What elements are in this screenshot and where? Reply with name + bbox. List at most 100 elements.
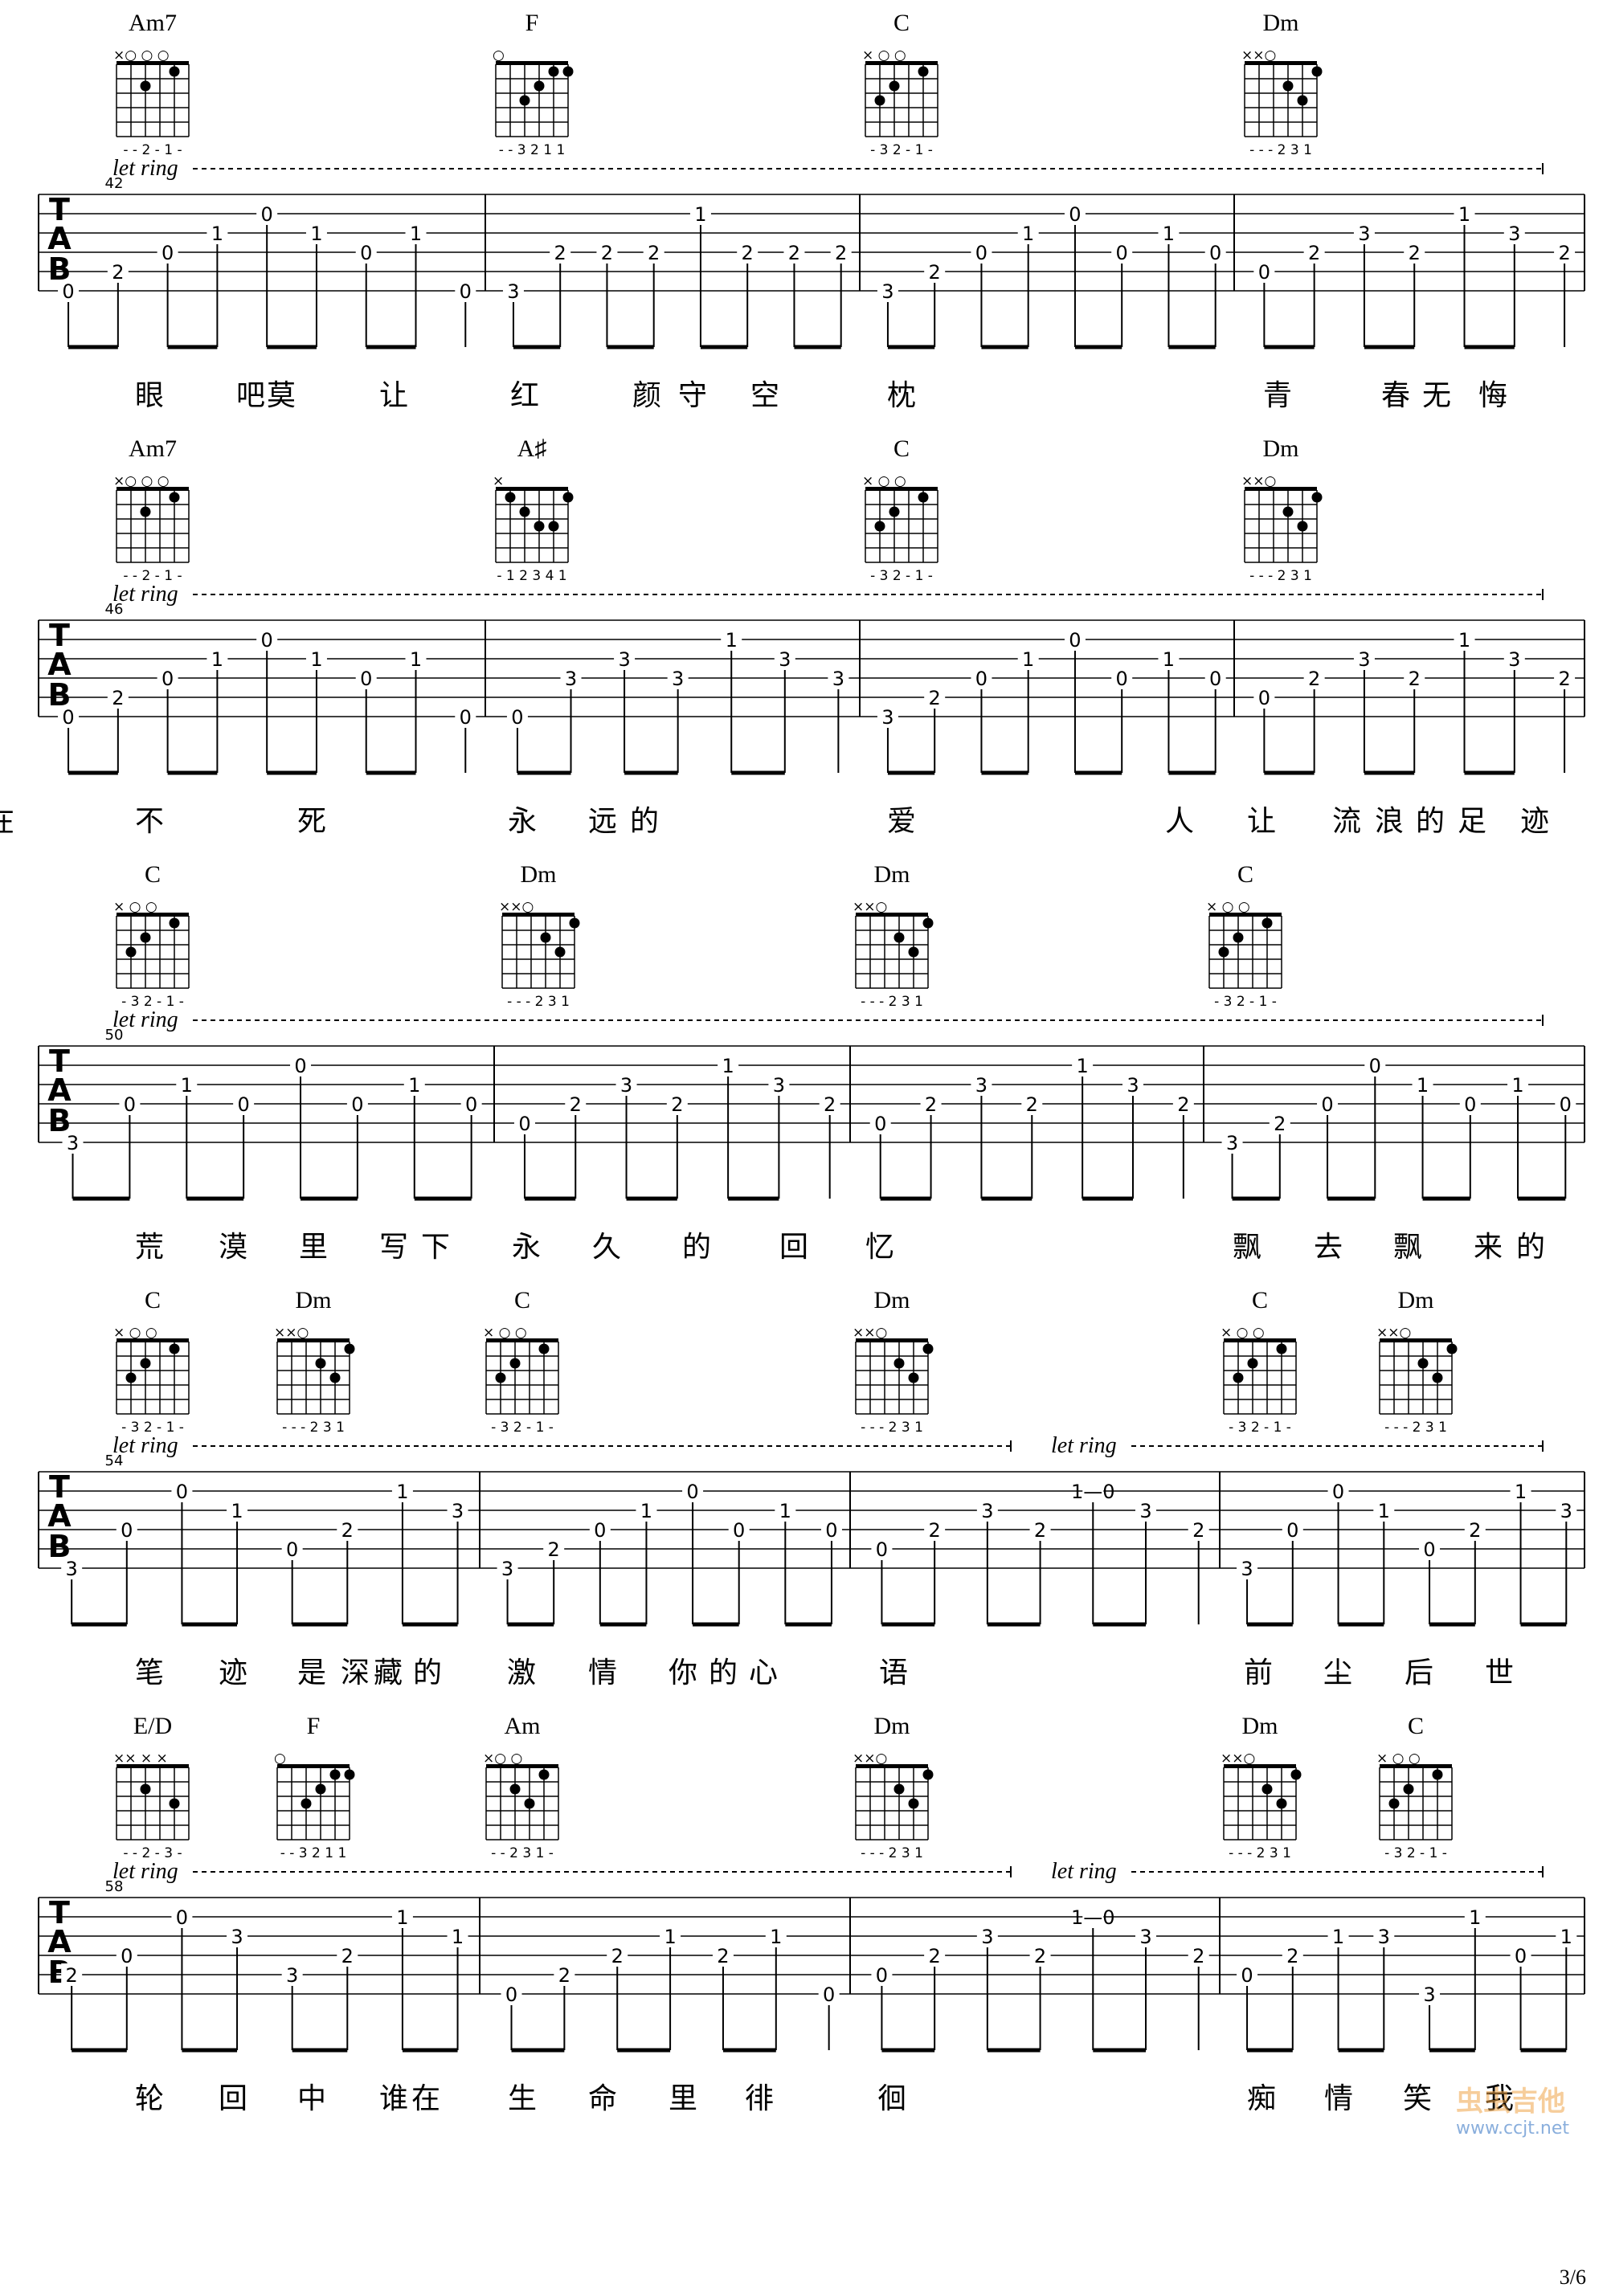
chord-diagram-am7: Am7×○ ○ ○- - 2 - 1 -: [113, 435, 190, 584]
note-bg: [116, 1518, 137, 1539]
note-bg: [1188, 1518, 1209, 1539]
fingering-label: - 3 2 - 1 -: [1229, 1420, 1291, 1436]
finger-dot: [344, 1343, 355, 1354]
note-bg: [643, 241, 664, 262]
tab-clef-t: T: [49, 618, 70, 653]
lyric-char: 远: [588, 805, 617, 838]
note-bg: [1327, 1480, 1349, 1501]
chord-name: F: [307, 1713, 321, 1739]
note-bg: [1158, 648, 1180, 668]
tab-note: 2: [1286, 1945, 1298, 1967]
note-bg: [971, 241, 992, 262]
open-mute-markers: ××○: [499, 899, 534, 915]
note-bg: [1253, 260, 1275, 281]
note-bg: [107, 686, 129, 707]
open-mute-markers: ○: [274, 1751, 286, 1767]
open-mute-markers: ××○: [853, 1751, 887, 1767]
nut: [277, 1338, 350, 1342]
finger-dot: [140, 932, 151, 943]
chord-diagram-c: C× ○ ○- 3 2 - 1 -: [483, 1287, 559, 1436]
note-bg: [924, 1518, 946, 1539]
open-mute-markers: × ○ ○: [113, 899, 157, 915]
lyric-char: 春: [1381, 379, 1410, 412]
tab-note: 3: [981, 1500, 993, 1522]
nut: [865, 61, 938, 65]
finger-dot: [1233, 1372, 1244, 1383]
chord-diagram-dm: Dm××○- - - 2 3 1: [499, 861, 580, 1010]
nut: [277, 1764, 350, 1768]
lyric-char: 永: [512, 1231, 541, 1264]
chord-name: Dm: [1242, 1713, 1278, 1739]
system-4: C× ○ ○- 3 2 - 1 -Dm××○- - - 2 3 1C× ○ ○-…: [38, 1287, 1585, 1689]
nut: [496, 487, 568, 491]
chord-name: Dm: [1263, 435, 1299, 462]
note-bg: [502, 280, 524, 300]
tab-note: 0: [1369, 1055, 1381, 1077]
finger-dot: [505, 492, 516, 503]
note-bg: [391, 1906, 413, 1926]
lyric-char: 迹: [219, 1657, 247, 1689]
chord-name: Am7: [129, 435, 177, 462]
note-bg: [1269, 1112, 1290, 1133]
note-bg: [1282, 1944, 1303, 1965]
note-bg: [233, 1093, 255, 1113]
note-bg: [501, 1983, 522, 2004]
tab-note: 2: [671, 1093, 683, 1116]
tab-note: 0: [176, 1481, 188, 1503]
open-mute-markers: ××○: [1376, 1325, 1411, 1341]
note-bg: [1555, 1093, 1576, 1113]
finger-dot: [1261, 917, 1273, 929]
note-bg: [543, 1538, 565, 1559]
fingering-label: - - - 2 3 1: [861, 1845, 923, 1861]
chord-name: Am: [505, 1713, 541, 1739]
fingering-label: - - 3 2 1 1: [499, 142, 566, 158]
chord-name: Dm: [874, 1287, 910, 1313]
tab-note: 1: [396, 1481, 408, 1503]
note-bg: [405, 222, 427, 243]
lyric-char: 让: [1247, 805, 1276, 838]
chord-name: F: [525, 10, 539, 36]
fingering-label: - - 2 - 1 -: [123, 142, 182, 158]
finger-dot: [1290, 1769, 1302, 1780]
lyric-char: 去: [1314, 1231, 1343, 1264]
note-bg: [447, 1925, 468, 1946]
chord-name: Dm: [1398, 1287, 1434, 1313]
open-mute-markers: × ○ ○: [483, 1325, 527, 1341]
tab-note: 2: [570, 1093, 582, 1116]
note-bg: [460, 1093, 482, 1113]
tab-note: 2: [112, 261, 124, 284]
tab-note: 3: [981, 1926, 993, 1948]
finger-dot: [1297, 95, 1308, 106]
let-ring-label: let ring: [112, 1859, 178, 1884]
note-bg: [550, 241, 571, 262]
fingering-label: - 3 2 - 1 -: [491, 1420, 554, 1436]
note-bg: [1317, 1093, 1339, 1113]
lyric-char: 飘: [1393, 1231, 1422, 1264]
tab-note: 1: [410, 223, 422, 245]
chord-diagram-dm: Dm××○- - - 2 3 1: [274, 1287, 355, 1436]
note-bg: [305, 648, 327, 668]
lyric-char: 命: [588, 2082, 617, 2115]
note-bg: [1082, 1480, 1104, 1501]
chord-diagram-am: Am×○ ○- - 2 3 1 -: [483, 1713, 559, 1861]
note-bg: [171, 1906, 193, 1926]
tab-note: 3: [1358, 223, 1370, 245]
tab-note: 3: [779, 648, 791, 671]
tab-note: 0: [1116, 668, 1128, 690]
let-ring-label: let ring: [112, 156, 178, 181]
tab-note: 1: [664, 1926, 676, 1948]
tab-clef-a: A: [47, 1498, 72, 1534]
tab-note: 1: [310, 648, 322, 671]
note-bg: [305, 222, 327, 243]
note-bg: [61, 1963, 83, 1984]
open-mute-markers: ××○: [853, 1325, 887, 1341]
lyric-char: 不: [135, 805, 164, 838]
tab-note: 1: [1077, 1055, 1089, 1077]
tab-note: 2: [1558, 668, 1570, 690]
fingering-label: - 3 2 - 1 -: [1384, 1845, 1447, 1861]
note-bg: [337, 1518, 358, 1539]
tab-note: 2: [1026, 1093, 1038, 1116]
lyric-char: 轮: [135, 2082, 164, 2115]
finger-dot: [495, 1372, 506, 1383]
tab-note: 0: [1258, 687, 1270, 709]
